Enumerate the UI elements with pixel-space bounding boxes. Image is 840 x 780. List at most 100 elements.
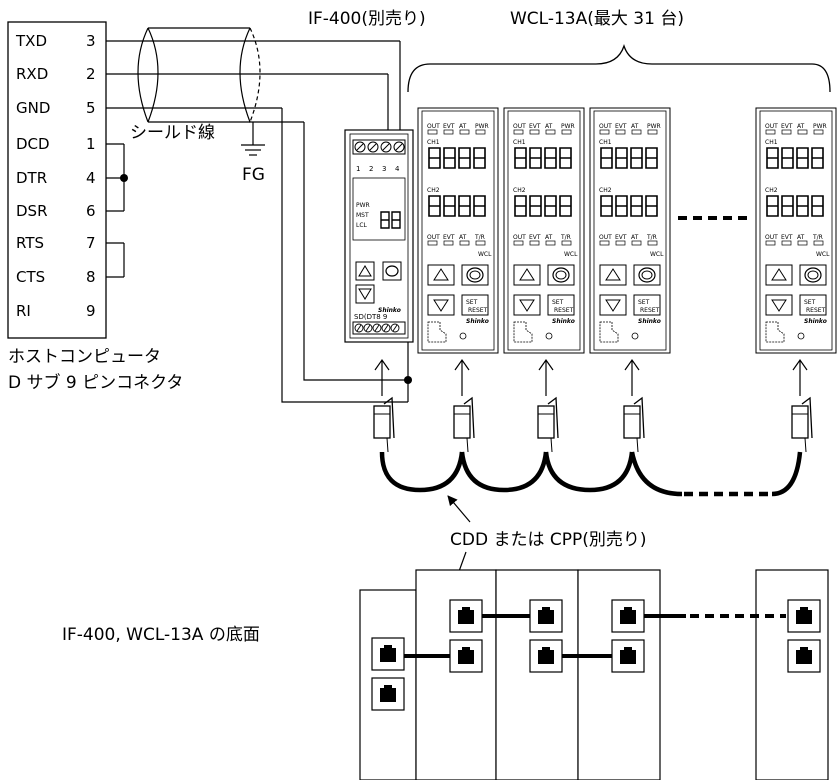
if400-brand: Shinko — [378, 307, 401, 314]
wcl-model-label: WCL — [478, 251, 492, 258]
pin-stubs — [106, 40, 125, 278]
wcl-set-label: SET — [638, 299, 650, 306]
wcl-group-bracket — [407, 43, 831, 93]
host-signal-dsr: DSR — [16, 202, 48, 220]
bottom-view-label: IF-400, WCL-13A の底面 — [62, 625, 260, 645]
wcl-top-led-label: AT — [797, 123, 805, 130]
if400-text: 1 2 3 4 PWR MST LCL Shinko SD(DT8 9 — [354, 165, 401, 321]
host-signal-rts: RTS — [16, 234, 44, 252]
wcl-bottom-led-label: OUT — [513, 234, 526, 241]
host-pin-ri: 9 — [86, 302, 96, 320]
wcl-top-led-label: PWR — [647, 123, 661, 130]
host-signal-dcd: DCD — [16, 135, 50, 153]
wcl-top-led-label: AT — [459, 123, 467, 130]
if400-led-lcl: LCL — [356, 222, 368, 229]
wcl-top-led-label: PWR — [561, 123, 575, 130]
cable-callout-arrow — [447, 495, 471, 523]
host-pin-gnd: 5 — [86, 99, 96, 117]
bottom-view-enclosures — [359, 569, 829, 780]
wcl-top-led-label: AT — [545, 123, 553, 130]
plug-3 — [537, 397, 559, 453]
if400-terminal-4: 4 — [395, 165, 400, 173]
wcl-bottom-led-label: AT — [797, 234, 805, 241]
plug-5 — [791, 397, 813, 453]
wcl-top-led-label: OUT — [513, 123, 526, 130]
wcl-bottom-led-label: EVT — [443, 234, 455, 241]
if400-title: IF-400(別売り) — [308, 9, 426, 29]
host-connector — [7, 21, 107, 339]
wcl-top-led-label: OUT — [765, 123, 778, 130]
if400-led-pwr: PWR — [356, 202, 370, 209]
wcl-reset-label: RESET — [806, 307, 826, 314]
wcl-bottom-led-label: EVT — [529, 234, 541, 241]
wcl-bottom-led-label: T/R — [646, 234, 657, 241]
wcl-brand-label: Shinko — [804, 318, 827, 325]
host-pin-cts: 8 — [86, 268, 96, 286]
fg-ground-symbol — [241, 122, 265, 156]
wcl-model-label: WCL — [650, 251, 664, 258]
wcl-brand-label: Shinko — [466, 318, 489, 325]
wcl-model-label: WCL — [816, 251, 830, 258]
wcl-top-led-label: AT — [631, 123, 639, 130]
host-signal-cts: CTS — [16, 268, 45, 286]
wcl-bottom-led-label: T/R — [474, 234, 485, 241]
if400-terminal-bottom: SD(DT8 9 — [354, 313, 387, 321]
wcl-ch2-label: CH2 — [599, 187, 612, 194]
wcl-set-label: SET — [466, 299, 478, 306]
host-caption-line2: D サブ 9 ピンコネクタ — [8, 372, 183, 393]
host-pin-rxd: 2 — [86, 65, 96, 83]
wcl-top-led-label: OUT — [599, 123, 612, 130]
daisy-chain-cables — [379, 451, 803, 497]
host-pin-txd: 3 — [86, 32, 96, 50]
wcl-top-led-label: OUT — [427, 123, 440, 130]
wcl-bottom-led-label: OUT — [427, 234, 440, 241]
host-signal-ri: RI — [16, 302, 31, 320]
host-pin-dcd: 1 — [86, 135, 96, 153]
wcl-ch1-label: CH1 — [427, 139, 440, 146]
host-signal-txd: TXD — [15, 32, 47, 50]
if400-led-mst: MST — [356, 212, 369, 219]
wcl-bottom-led-label: AT — [631, 234, 639, 241]
wcl-ch2-label: CH2 — [765, 187, 778, 194]
bottom-links — [404, 614, 686, 658]
if400-terminal-1: 1 — [356, 165, 360, 173]
wcl-reset-label: RESET — [468, 307, 488, 314]
wcl-title: WCL-13A(最大 31 台) — [510, 9, 684, 29]
wcl-brand-label: Shinko — [638, 318, 661, 325]
wcl-top-led-label: EVT — [529, 123, 541, 130]
fg-label: FG — [242, 165, 265, 185]
wcl-ch1-label: CH1 — [513, 139, 526, 146]
host-signal-dtr: DTR — [16, 169, 47, 187]
wcl-bottom-led-label: AT — [545, 234, 553, 241]
if400-terminal-3: 3 — [382, 165, 386, 173]
dtr-junction — [120, 174, 128, 182]
host-signal-rxd: RXD — [16, 65, 48, 83]
connector-arrows — [374, 358, 808, 396]
wcl-ch2-label: CH2 — [427, 187, 440, 194]
wcl-ch1-label: CH1 — [765, 139, 778, 146]
wcl-bottom-led-label: EVT — [781, 234, 793, 241]
wcl-top-led-label: EVT — [615, 123, 627, 130]
wcl-top-led-label: PWR — [813, 123, 827, 130]
host-pin-rts: 7 — [86, 234, 96, 252]
wcl-top-led-label: EVT — [443, 123, 455, 130]
wcl-reset-label: RESET — [640, 307, 660, 314]
wcl-top-led-label: EVT — [781, 123, 793, 130]
host-pin-dtr: 4 — [86, 169, 96, 187]
if400-terminal-2: 2 — [369, 165, 373, 173]
wcl-bottom-led-label: OUT — [765, 234, 778, 241]
wcl-bottom-led-label: T/R — [560, 234, 571, 241]
plug-4 — [623, 397, 645, 453]
wcl-top-led-label: PWR — [475, 123, 489, 130]
wcl-ch2-label: CH2 — [513, 187, 526, 194]
if400-converter — [344, 129, 414, 343]
if400-junction — [404, 376, 412, 384]
wcl-bottom-led-label: T/R — [812, 234, 823, 241]
plug-2 — [453, 397, 475, 453]
wcl-bottom-led-label: OUT — [599, 234, 612, 241]
wcl-bottom-led-label: EVT — [615, 234, 627, 241]
wcl-reset-label: RESET — [554, 307, 574, 314]
